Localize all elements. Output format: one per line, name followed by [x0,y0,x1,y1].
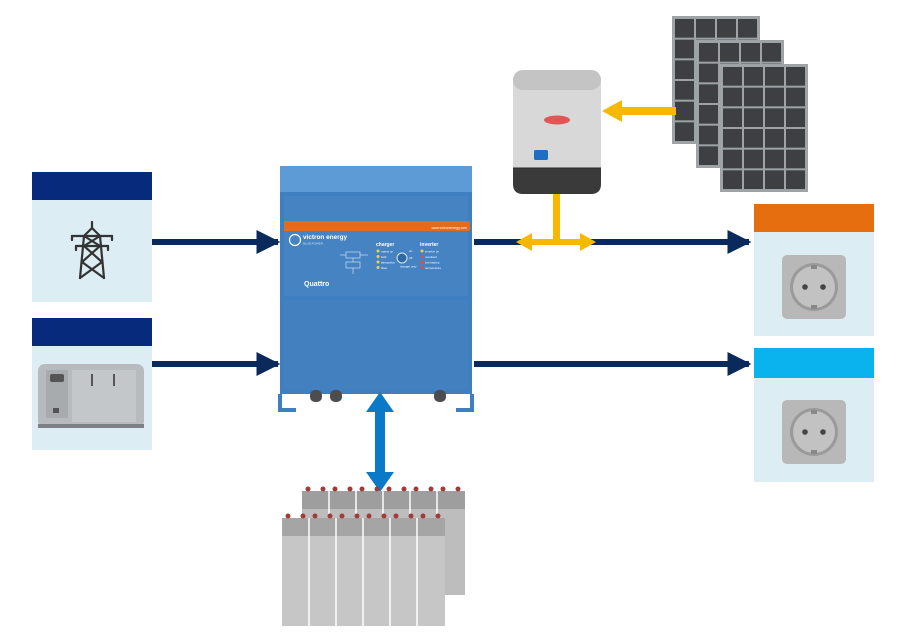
mode-switch-knob[interactable] [396,252,408,264]
solar-panel [720,64,808,192]
charger-led-label: bulk [381,255,387,259]
quattro-brand: victron energy [303,234,347,241]
quattro-bracket-right [456,394,474,412]
inverter-led-label: temperature [425,266,442,270]
charger-led-label: absorption [381,260,395,264]
inverter-led [420,266,424,269]
victron-logo-icon [288,233,302,247]
battery-bank-icon [282,486,465,626]
grid-source-box [32,172,152,302]
quattro-url: www.victronenergy.com [431,226,467,230]
switch-label-off: off [409,256,412,260]
generator-source-box [32,318,152,450]
charger-led-label: float [381,266,387,270]
quattro-unit: www.victronenergy.com victron energy BLU… [278,166,474,412]
ac-out-socket-box-cyan [754,348,874,482]
generator-icon [38,364,144,428]
solar-to-pv-inverter-arrow [602,100,676,122]
switch-label-charger-only: charger only [400,265,417,269]
charger-led [376,249,380,253]
socket-header-orange [754,204,874,232]
inverter-led [420,260,424,264]
inverter-led-list: inverter on overload low battery tempera… [420,249,442,270]
socket-header-cyan [754,348,874,378]
inverter-led [420,249,424,253]
pv-inverter-icon [513,70,601,194]
schematic-icon [340,251,368,274]
quattro-top [280,166,472,194]
quattro-front-lower [284,300,468,390]
quattro-brand-sub: BLUE POWER [303,242,324,246]
charger-led [376,255,380,258]
pv-inverter-to-ac-out-arrow [516,194,596,251]
charger-led [376,260,380,264]
inverter-led-label: inverter on [425,249,440,253]
quattro-front-upper [284,196,468,296]
pv-inverter-led [544,115,570,125]
quattro-bracket-left [278,394,296,412]
quattro-orange-stripe [284,221,470,231]
inverter-led-label: overload [425,255,437,259]
cable-glands [310,390,446,402]
pv-inverter-display [534,150,548,160]
inverter-label: inverter [420,242,438,248]
power-socket-icon [782,255,846,319]
grid-header [32,172,152,200]
battery-flow-arrow [366,392,394,492]
charger-led [376,266,380,269]
switch-label-on: on [409,249,413,253]
ac-out-socket-box-orange [754,204,874,336]
inverter-led-label: low battery [425,260,440,264]
power-socket-icon [782,400,846,464]
solar-panel-icon [672,16,808,192]
charger-label: charger [376,242,394,248]
charger-led-label: mains on [381,249,394,253]
quattro-model: Quattro [304,281,329,288]
battery-front-row [282,513,445,626]
power-pylon-icon [70,220,114,280]
inverter-led [420,255,424,258]
generator-header [32,318,152,346]
charger-led-list: mains on bulk absorption float [376,249,395,270]
